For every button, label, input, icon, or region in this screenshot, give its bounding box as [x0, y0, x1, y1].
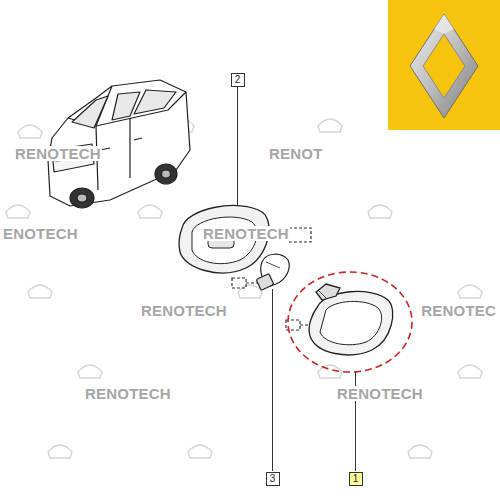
- watermark-emblem: [138, 205, 162, 218]
- watermark-emblem: [18, 125, 42, 138]
- callout-box: 3: [266, 472, 280, 486]
- highlight-ring: [288, 272, 412, 372]
- callout-number: 2: [235, 75, 241, 85]
- connector-marker: [289, 228, 311, 242]
- watermark: RENOTECH: [140, 303, 228, 318]
- watermark-emblem: [6, 205, 30, 218]
- connector-marker: [246, 283, 258, 284]
- watermark-emblem: [408, 445, 432, 458]
- callout-number: 1: [353, 474, 359, 484]
- watermark: RENOTECH: [14, 146, 102, 161]
- watermark: RENOTECH: [202, 226, 290, 241]
- watermark-emblem: [188, 445, 212, 458]
- watermark-emblem: [28, 285, 52, 298]
- brand-logo: [388, 0, 500, 130]
- connector-marker: [232, 278, 246, 288]
- watermark-emblem: [368, 205, 392, 218]
- watermark: ENOTECH: [2, 226, 79, 241]
- callout-number: 3: [270, 474, 276, 484]
- watermark: RENOTECH: [84, 386, 172, 401]
- watermark-emblem: [48, 445, 72, 458]
- watermark-emblem: [458, 285, 482, 298]
- side-repeater: [309, 284, 393, 355]
- callout-box: 1: [349, 472, 363, 486]
- watermark: RENOTECH: [336, 386, 424, 401]
- watermark-emblem: [238, 285, 262, 298]
- connector-marker: [300, 325, 310, 326]
- callout-box: 2: [231, 73, 245, 87]
- leader-line: [237, 87, 238, 206]
- van-illustration: [48, 80, 190, 208]
- leader-line: [272, 289, 273, 471]
- wedge-bulb: [256, 254, 289, 290]
- watermark: RENOTEC: [420, 303, 497, 318]
- watermark-emblem: [458, 365, 482, 378]
- watermark-emblem: [318, 119, 342, 132]
- watermark-emblem: [78, 365, 102, 378]
- watermark: RENOT: [268, 146, 324, 161]
